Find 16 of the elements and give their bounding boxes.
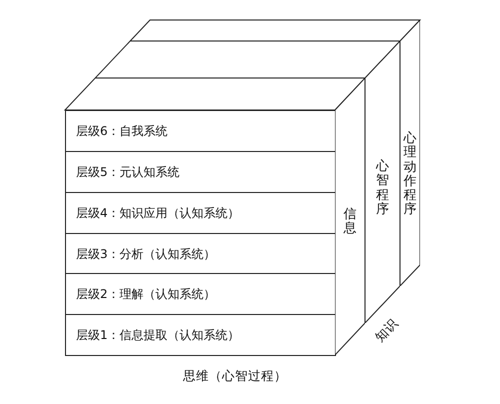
layer-label: 层级6：自我系统 [76, 122, 168, 140]
depth-slab [400, 20, 420, 286]
level-layer [65, 314, 336, 356]
layer-label: 层级4：知识应用（认知系统） [76, 204, 240, 222]
axis-label-rotated: 知识 [372, 315, 402, 346]
layer-label: 层级1：信息提取（认知系统） [76, 326, 240, 344]
slab-label: 心理动作程序 [404, 132, 416, 218]
slab-label: 信息 [344, 208, 356, 237]
depth-slab [335, 78, 365, 355]
layer-label: 层级3：分析（认知系统） [76, 246, 216, 262]
level-layer [65, 273, 336, 315]
layer-label: 层级5：元认知系统 [76, 164, 180, 180]
slab-label: 心智程序 [376, 160, 389, 218]
level-layer [65, 110, 336, 152]
axis-label: 思维（心智过程） [183, 368, 287, 385]
layer-label: 层级2：理解（认知系统） [76, 286, 216, 302]
